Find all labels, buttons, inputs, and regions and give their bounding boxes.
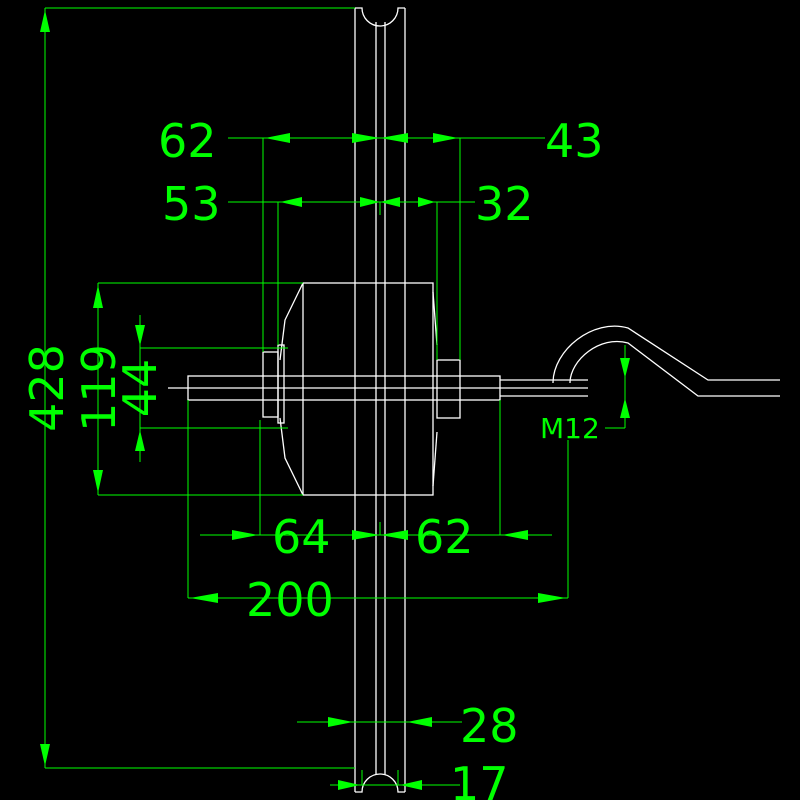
dimension-lines — [40, 7, 630, 790]
dim-label-44: 44 — [113, 359, 167, 418]
dim-label-m12: M12 — [540, 412, 600, 445]
cable-lead — [552, 325, 780, 397]
axle-shaft — [168, 375, 588, 401]
dim-label-62-bottom: 62 — [415, 510, 474, 564]
dimension-labels: 428 62 43 53 32 119 44 M12 64 62 200 28 … — [20, 114, 604, 800]
dim-label-62-top: 62 — [158, 114, 217, 168]
dim-label-428: 428 — [20, 344, 74, 432]
dim-label-32: 32 — [475, 177, 534, 231]
dim-label-43: 43 — [545, 114, 604, 168]
dim-label-119: 119 — [72, 344, 126, 432]
dim-label-200: 200 — [246, 573, 334, 627]
dim-label-64: 64 — [272, 510, 331, 564]
motor-body — [279, 282, 438, 496]
hub-flanges — [262, 344, 461, 424]
dim-label-53: 53 — [162, 177, 221, 231]
dim-label-17: 17 — [450, 757, 509, 800]
dim-label-28: 28 — [460, 699, 519, 753]
